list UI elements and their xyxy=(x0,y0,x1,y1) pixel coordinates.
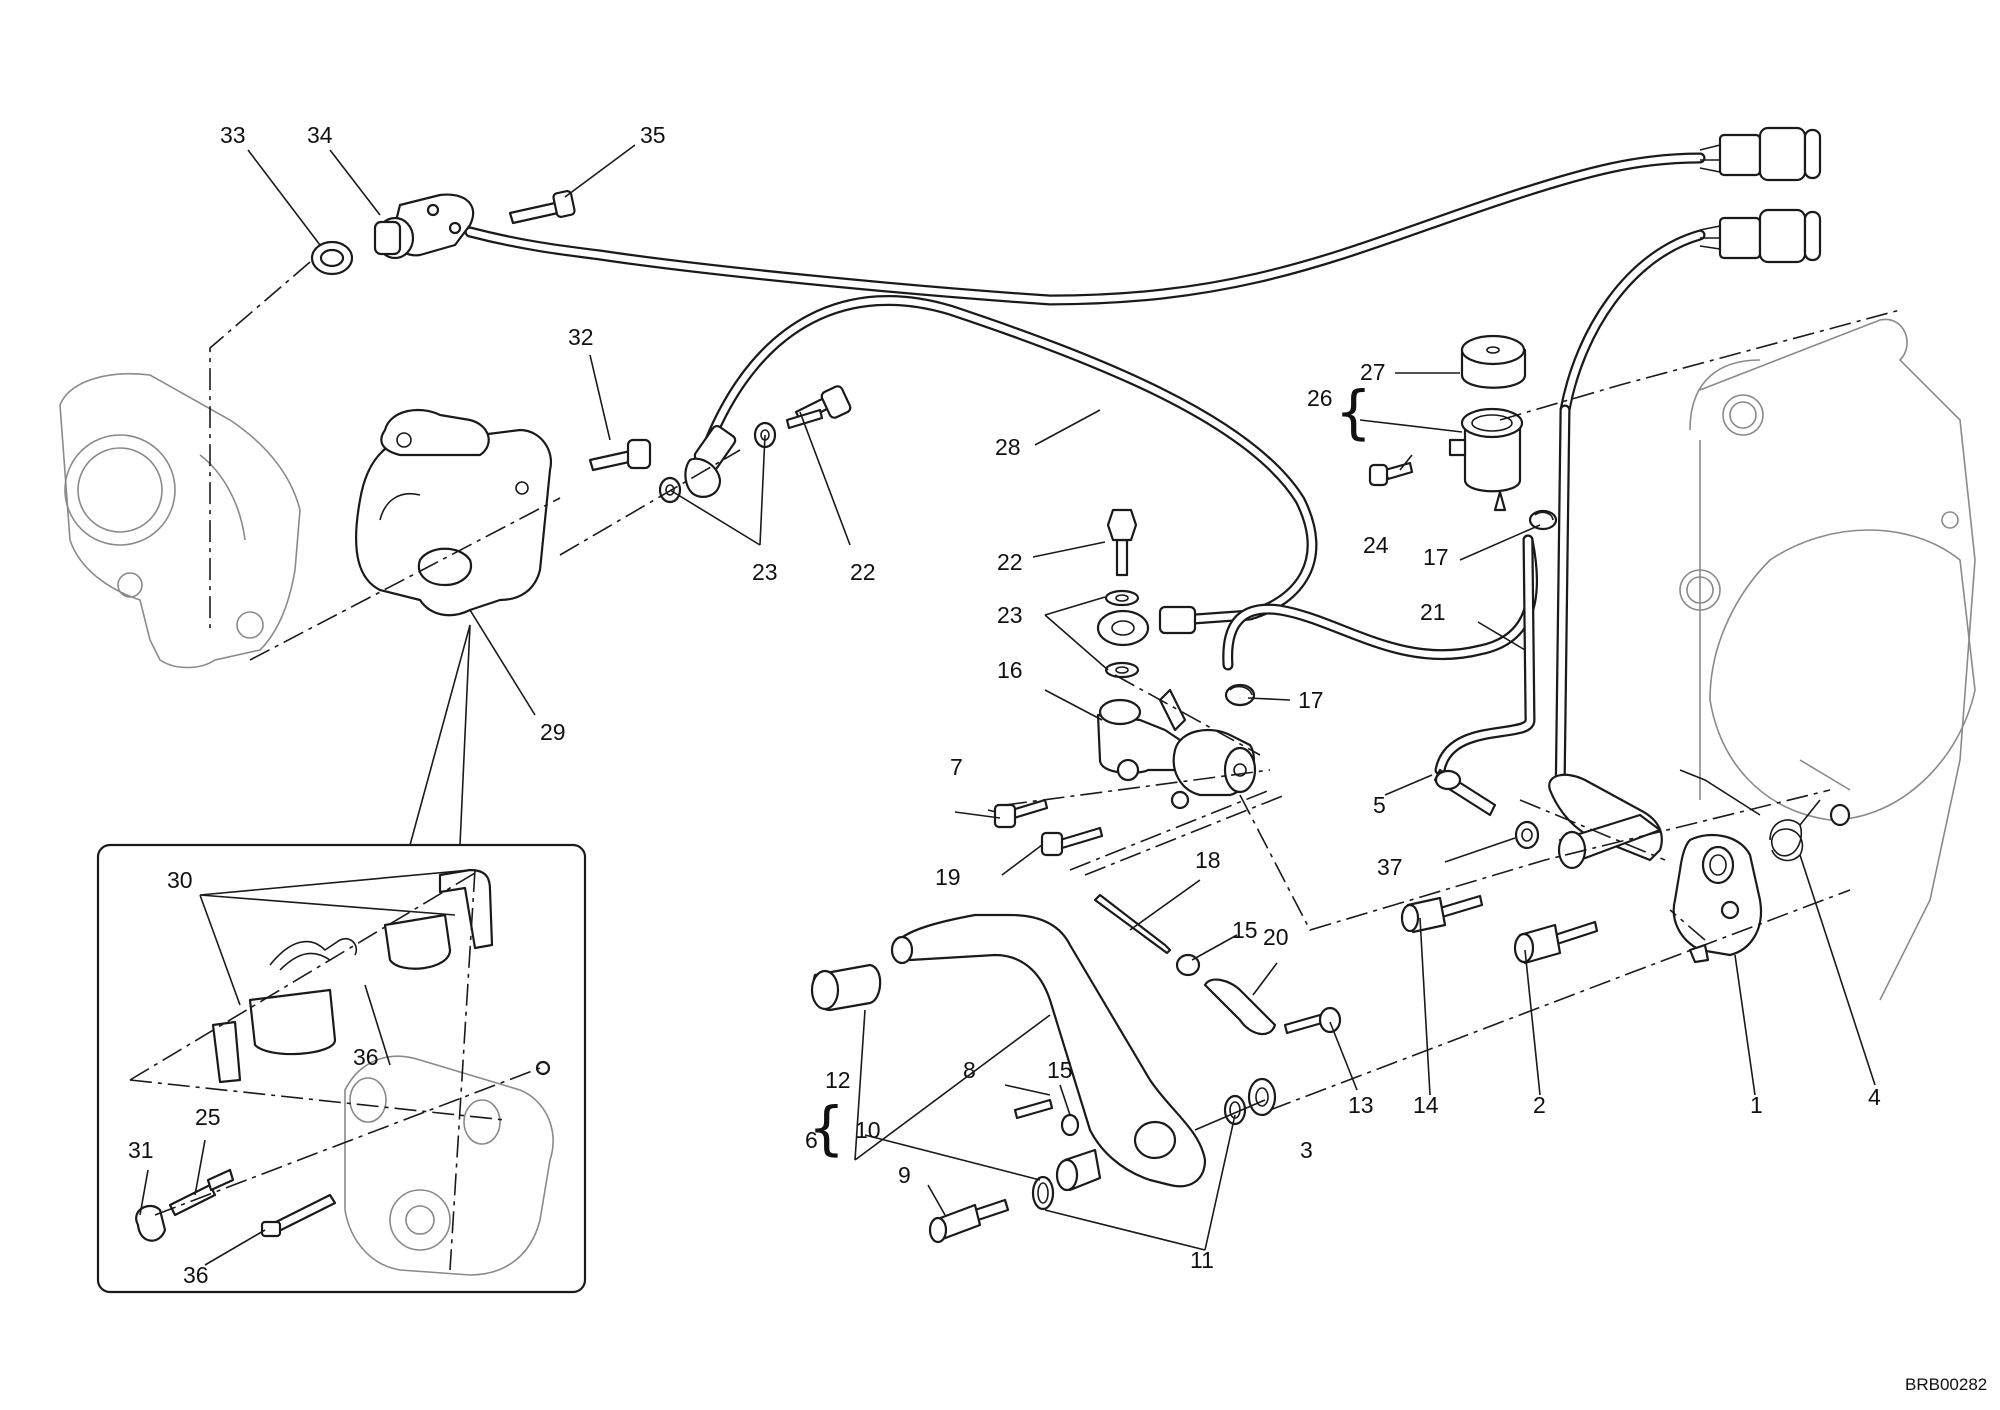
callout-34: 34 xyxy=(307,122,333,148)
callout-15a: 15 xyxy=(1232,917,1258,943)
clevis-pin xyxy=(1283,1006,1342,1035)
master-cylinder-bolt xyxy=(1040,826,1104,857)
callout-17b: 17 xyxy=(1298,687,1324,713)
callout-30: 30 xyxy=(167,867,193,893)
callout-15b: 15 xyxy=(1047,1057,1073,1083)
clevis xyxy=(1203,978,1277,1036)
hose-clamp xyxy=(1528,509,1558,531)
callout-3: 3 xyxy=(1300,1137,1313,1163)
callout-25: 25 xyxy=(195,1104,221,1130)
bracket-bolt xyxy=(1513,920,1599,965)
callout-31: 31 xyxy=(128,1137,154,1163)
caliper-bolt xyxy=(588,438,652,472)
callout-28: 28 xyxy=(995,434,1021,460)
return-spring xyxy=(1679,769,1821,862)
callout-7: 7 xyxy=(950,754,963,780)
brace-6: { xyxy=(808,1094,845,1162)
copper-washer xyxy=(1104,589,1140,607)
bleed-valve xyxy=(785,408,824,430)
caliper-bracket-ghost xyxy=(59,372,301,669)
callout-14: 14 xyxy=(1413,1092,1439,1118)
spring-washer xyxy=(1829,803,1851,827)
callout-6: 6 xyxy=(805,1127,818,1153)
callout-21: 21 xyxy=(1420,599,1446,625)
sensor-screw xyxy=(508,190,576,225)
assembly-lines xyxy=(129,261,1901,1271)
pivot-bushing xyxy=(1055,1148,1102,1192)
sensor-spacer xyxy=(310,240,354,276)
callout-1: 1 xyxy=(1750,1092,1763,1118)
banjo-bolt xyxy=(1106,508,1138,577)
callout-12: 12 xyxy=(825,1067,851,1093)
callout-11: 11 xyxy=(1190,1247,1214,1273)
callout-5: 5 xyxy=(1373,792,1386,818)
callout-labels: 1 2 3 4 5 6 7 8 9 10 11 12 13 14 15 15 1… xyxy=(128,122,1881,1288)
callout-13: 13 xyxy=(1348,1092,1374,1118)
reservoir-cap xyxy=(1460,334,1527,389)
pedal-rubber xyxy=(810,963,882,1012)
callout-36b: 36 xyxy=(183,1262,209,1288)
callout-9: 9 xyxy=(898,1162,911,1188)
callout-26: 26 xyxy=(1307,385,1333,411)
callout-16: 16 xyxy=(997,657,1023,683)
callout-36a: 36 xyxy=(353,1044,379,1070)
rear-brake-caliper xyxy=(354,408,553,617)
master-cylinder-bolt xyxy=(993,798,1049,829)
pivot-bolt xyxy=(928,1198,1010,1244)
callout-27: 27 xyxy=(1360,359,1386,385)
speed-sensor xyxy=(373,193,475,260)
callout-23a: 23 xyxy=(752,559,778,585)
callout-18: 18 xyxy=(1195,847,1221,873)
sealing-washer xyxy=(1514,820,1540,850)
rear-master-cylinder xyxy=(1096,688,1257,810)
callout-8: 8 xyxy=(963,1057,976,1083)
reservoir-screw xyxy=(1368,461,1414,487)
leader-lines xyxy=(139,144,1876,1266)
callout-2: 2 xyxy=(1533,1092,1546,1118)
callout-22a: 22 xyxy=(850,559,876,585)
hose-clamp xyxy=(1224,683,1256,707)
reservoir-hose xyxy=(1222,534,1539,776)
push-rod xyxy=(1093,893,1172,955)
brake-pedal xyxy=(890,913,1207,1188)
callout-20: 20 xyxy=(1263,924,1289,950)
callout-22b: 22 xyxy=(997,549,1023,575)
copper-washer xyxy=(1104,661,1140,679)
callout-33: 33 xyxy=(220,122,246,148)
sensor-cable xyxy=(464,126,1822,806)
callout-17a: 17 xyxy=(1423,544,1449,570)
diagram-code: BRB00282 xyxy=(1905,1375,1987,1394)
callout-10: 10 xyxy=(855,1117,881,1143)
braces: { { xyxy=(808,378,1372,1162)
brake-pad-detail-inset xyxy=(96,843,587,1294)
o-ring xyxy=(1031,1175,1055,1211)
callout-19: 19 xyxy=(935,864,961,890)
pedal-pin xyxy=(1013,1098,1080,1137)
callout-29: 29 xyxy=(540,719,566,745)
callout-37: 37 xyxy=(1377,854,1403,880)
bracket-bolt xyxy=(1400,894,1484,934)
callout-23b: 23 xyxy=(997,602,1023,628)
hose-fitting xyxy=(1433,768,1497,817)
callout-24: 24 xyxy=(1363,532,1389,558)
washer xyxy=(1247,1077,1277,1117)
footrest-bracket xyxy=(1548,773,1763,964)
brake-fluid-reservoir xyxy=(1448,407,1524,512)
brake-hose xyxy=(684,294,1318,647)
callout-4: 4 xyxy=(1868,1084,1881,1110)
brace-26: { xyxy=(1335,378,1372,446)
callout-35: 35 xyxy=(640,122,666,148)
callout-32: 32 xyxy=(568,324,594,350)
